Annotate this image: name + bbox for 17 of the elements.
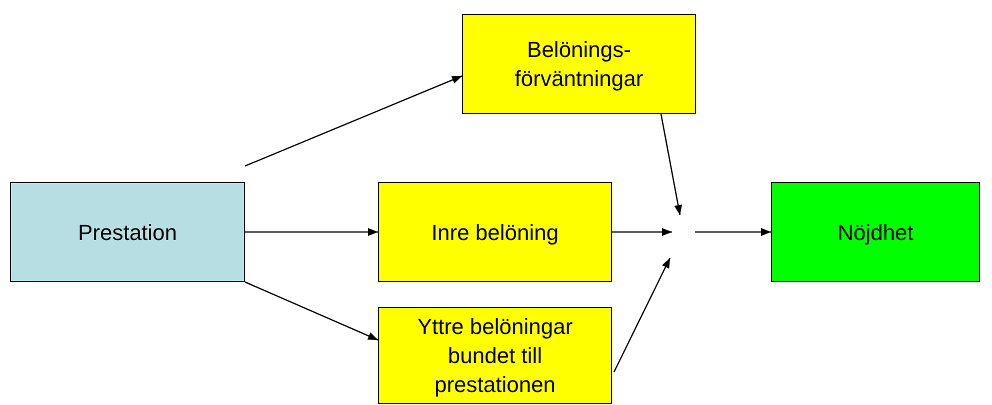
box-label: Prestation [78,218,178,246]
arrow [660,114,682,216]
process-box [378,307,612,404]
arrow [695,228,771,236]
process-box [462,14,696,114]
arrow [244,281,378,341]
box-label: Inre belöning [431,218,559,246]
arrow [244,75,462,167]
process-box [378,182,612,282]
process-box [10,182,245,282]
arrow [613,258,671,372]
box-label: Yttre belöningar bundet till prestationen [416,313,574,399]
box-label: Belönings- förväntningar [514,36,644,93]
arrow [245,228,378,236]
arrow [612,228,672,236]
process-box [771,182,980,282]
box-label: Nöjdhet [838,218,914,246]
